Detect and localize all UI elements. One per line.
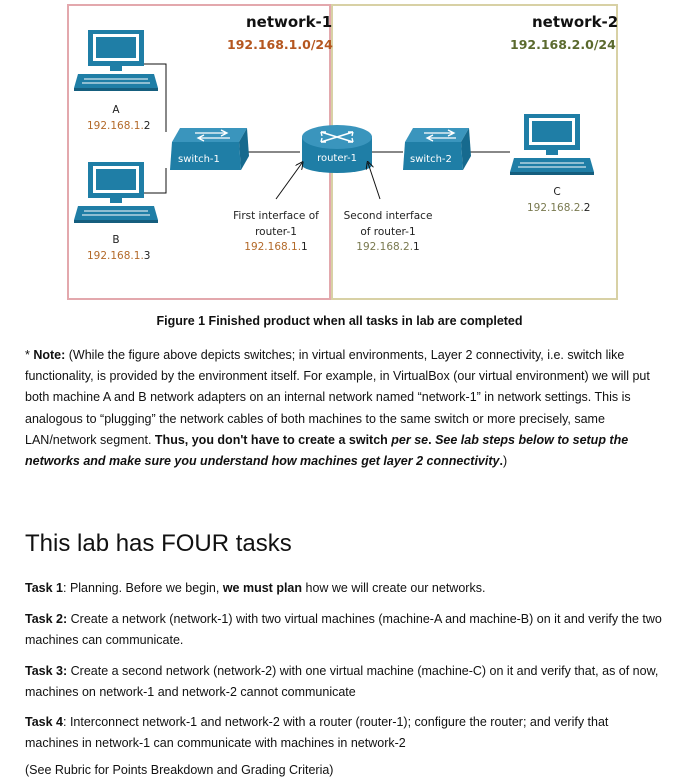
machine-c-computer-icon	[510, 114, 594, 176]
router-icon	[302, 125, 372, 173]
figure-caption: Figure 1 Finished product when all tasks…	[156, 314, 523, 328]
network-links	[140, 63, 510, 194]
network-diagram: network-1 192.168.1.0/24 network-2 192.1…	[67, 4, 618, 300]
switch-1-icon	[170, 128, 249, 170]
rubric-note: (See Rubric for Points Breakdown and Gra…	[25, 763, 334, 777]
network-1-subnet: 192.168.1.0/24	[227, 37, 333, 52]
task-2-text: Create a network (network-1) with two vi…	[25, 612, 662, 647]
task-3-text: Create a second network (network-2) with…	[25, 664, 659, 699]
machine-b-label: B	[112, 234, 119, 246]
task-2: Task 2: Create a network (network-1) wit…	[25, 609, 665, 651]
task-1-label: Task 1	[25, 581, 63, 595]
task-4-label: Task 4	[25, 715, 63, 729]
network-2-subnet: 192.168.2.0/24	[510, 37, 616, 52]
network-1-title: network-1	[246, 13, 332, 31]
task-1-sep: : Planning. Before we begin,	[63, 581, 223, 595]
task-1: Task 1: Planning. Before we begin, we mu…	[25, 578, 665, 599]
iface1-arrow	[275, 163, 302, 200]
switch-2-icon	[403, 128, 471, 170]
task-4-text: : Interconnect network-1 and network-2 w…	[25, 715, 609, 750]
note-label: Note:	[33, 348, 66, 362]
task-2-label: Task 2:	[25, 612, 68, 626]
tasks-heading: This lab has FOUR tasks	[25, 530, 292, 557]
switch-1-label: switch-1	[178, 154, 220, 165]
task-3: Task 3: Create a second network (network…	[25, 661, 665, 703]
note-body: (While the figure above depicts switches…	[25, 348, 650, 447]
network-2-title: network-2	[532, 13, 618, 31]
iface1-line1: First interface of	[233, 210, 319, 222]
router-label: router-1	[317, 153, 357, 164]
note-bold-2: .	[428, 432, 436, 447]
note-bold-italic-2: See lab steps below to setup the network…	[25, 432, 629, 469]
iface2-arrow	[368, 163, 381, 200]
note-bold-3: .	[499, 454, 503, 469]
iface1-line2: router-1	[255, 226, 297, 238]
task-1-rest: how we will create our networks.	[302, 581, 486, 595]
machine-a-ip: 192.168.1.2	[87, 120, 150, 132]
note-bold-1: Thus, you don't have to create a switch	[154, 432, 392, 447]
task-4: Task 4: Interconnect network-1 and netwo…	[25, 712, 665, 754]
note-bold-italic-1: per se	[391, 432, 429, 447]
machine-a-computer-icon	[74, 30, 158, 92]
iface2-line2: of router-1	[360, 226, 415, 238]
machine-c-ip: 192.168.2.2	[527, 202, 590, 214]
iface2-line1: Second interface	[344, 210, 433, 222]
machine-b-ip: 192.168.1.3	[87, 250, 150, 262]
machine-c-label: C	[553, 186, 560, 198]
note-suffix: )	[502, 454, 508, 469]
task-3-label: Task 3:	[25, 664, 68, 678]
iface2-ip: 192.168.2.1	[356, 241, 419, 253]
note-paragraph: * Note: (While the figure above depicts …	[25, 345, 665, 472]
task-1-bold: we must plan	[222, 581, 303, 595]
switch-2-label: switch-2	[410, 154, 452, 165]
machine-a-label: A	[112, 104, 120, 116]
iface1-ip: 192.168.1.1	[244, 241, 307, 253]
note-prefix: *	[25, 348, 34, 362]
